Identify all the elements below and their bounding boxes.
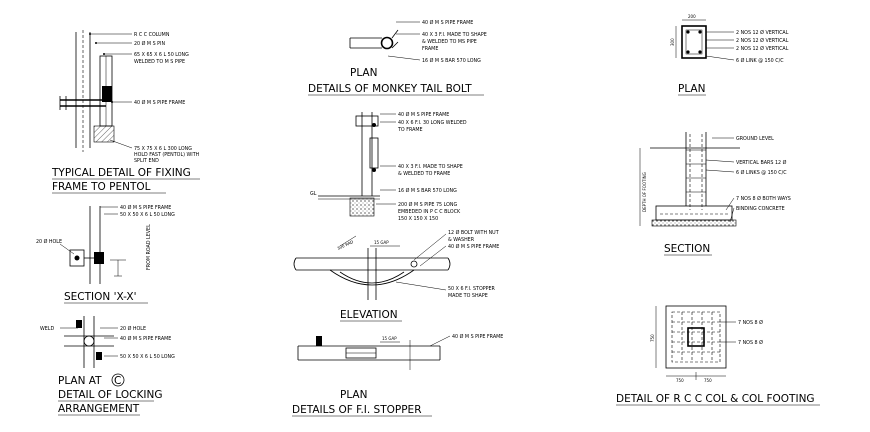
- monkey-plan-note-fi-2: & WELDED TO MS PIPE: [422, 39, 477, 45]
- monkey-elev-note-pipe-frame: 40 Ø M S PIPE FRAME: [398, 111, 449, 118]
- col-footing-note-b: 7 NOS 8 Ø: [738, 339, 763, 346]
- elevation-note-stop-2: MADE TO SHAPE: [448, 293, 488, 299]
- monkey-elev-note-ms-2: EMBEDED IN P C C BLOCK: [398, 209, 461, 215]
- elevation-note-stop-1: 50 X 6 F.I. STOPPER: [448, 286, 496, 292]
- locking-note-weld: WELD: [40, 326, 54, 332]
- col-section-note-binding: BINDING CONCRETE: [736, 206, 785, 212]
- monkey-plan-title: PLAN: [350, 67, 377, 79]
- monkey-plan-note-fi-1: 40 X 3 F.I. MADE TO SHAPE: [422, 32, 487, 38]
- col-section-note-vbars: VERTICAL BARS 12 Ø: [736, 159, 787, 166]
- locking-title-line-2: ARRANGEMENT: [58, 403, 140, 415]
- elevation-note-bolt-2: & WASHER: [448, 237, 475, 243]
- locking-title-line-1: DETAIL OF LOCKING: [58, 389, 162, 401]
- monkey-elev-note-fi-b2: & WELDED TO FRAME: [398, 171, 450, 177]
- fixing-note-angle-2: WELDED TO M S PIPE: [134, 59, 185, 65]
- monkey-tail-plan: 40 Ø M S PIPE FRAME 40 X 3 F.I. MADE TO …: [308, 19, 487, 96]
- col-footing-dim-h: 750: [650, 334, 655, 342]
- fixing-note-hold-1: 75 X 75 X 6 L 300 LONG: [134, 146, 192, 152]
- stopper-plan-note-pipe-frame: 40 Ø M S PIPE FRAME: [452, 333, 503, 340]
- section-xx-note-pipe-frame: 40 Ø M S PIPE FRAME: [120, 204, 171, 211]
- col-section-note-depth: DEPTH OF FOOTING: [642, 172, 647, 212]
- monkey-elev-note-fi-a1: 40 X 6 F.I. 30 LONG WELDED: [398, 120, 467, 126]
- col-plan-note-v2: 2 NOS 12 Ø VERTICAL: [736, 37, 789, 44]
- fixing-detail: R C C COLUMN 20 Ø M S PIN 65 X 65 X 6 L …: [51, 30, 200, 194]
- monkey-tail-elevation: 40 Ø M S PIPE FRAME 40 X 6 F.I. 30 LONG …: [310, 111, 467, 222]
- elevation-title: ELEVATION: [340, 309, 398, 321]
- elevation-note-pipe-frame: 40 Ø M S PIPE FRAME: [448, 243, 499, 250]
- section-xx-note-floor-level: FROM ROAD LEVEL: [146, 224, 152, 270]
- section-xx-title: SECTION 'X-X': [64, 291, 137, 303]
- fixing-note-ms-pin: 20 Ø M S PIN: [134, 40, 165, 47]
- locking-note-angle: 50 X 50 X 6 L 50 LONG: [120, 354, 175, 360]
- monkey-plan-note-bar: 16 Ø M S BAR 570 LONG: [422, 57, 481, 64]
- locking-plan-at-mark: C: [114, 375, 121, 387]
- column-section: DEPTH OF FOOTING GROUND LEVEL VERTICAL B…: [639, 132, 791, 256]
- col-footing-title: DETAIL OF R C C COL & COL FOOTING: [616, 393, 815, 405]
- col-section-note-nos: 7 NOS 8 Ø BOTH WAYS: [736, 195, 791, 202]
- col-plan-title: PLAN: [678, 83, 705, 95]
- elevation-dim-gap: 15 GAP: [374, 240, 389, 245]
- monkey-elev-note-gl: GL: [310, 191, 317, 197]
- monkey-elev-note-ms-1: 200 Ø M S PIPE 75 LONG: [398, 201, 457, 208]
- locking-plan-at-title: PLAN AT: [58, 375, 102, 387]
- col-section-note-links: 6 Ø LINKS @ 150 C/C: [736, 169, 787, 176]
- stopper-plan-title: PLAN: [340, 389, 367, 401]
- column-plan: 200 300 2 NOS 12 Ø VERTICAL 2 NOS 12 Ø V…: [670, 14, 789, 96]
- monkey-elev-note-fi-a2: TO FRAME: [397, 127, 423, 133]
- monkey-elev-note-fi-b1: 40 X 3 F.I. MADE TO SHAPE: [398, 164, 463, 170]
- col-plan-note-v3: 2 NOS 12 Ø VERTICAL: [736, 45, 789, 52]
- col-footing-note-a: 7 NOS 8 Ø: [738, 319, 763, 326]
- col-footing-dim-w1: 750: [676, 378, 684, 383]
- stopper-title: DETAILS OF F.I. STOPPER: [292, 404, 422, 416]
- monkey-plan-note-fi-3: FRAME: [422, 46, 438, 52]
- monkey-elev-note-bar: 16 Ø M S BAR 570 LONG: [398, 187, 457, 194]
- col-plan-note-v1: 2 NOS 12 Ø VERTICAL: [736, 29, 789, 36]
- locking-note-hole: 20 Ø HOLE: [120, 325, 146, 332]
- section-xx-note-angle: 50 X 50 X 6 L 50 LONG: [120, 212, 175, 218]
- monkey-elev-note-ms-3: 150 X 150 X 150: [398, 216, 438, 222]
- fixing-note-angle-1: 65 X 65 X 6 L 50 LONG: [134, 52, 189, 58]
- monkey-tail-title: DETAILS OF MONKEY TAIL BOLT: [308, 83, 472, 95]
- fixing-title-line-1: TYPICAL DETAIL OF FIXING: [51, 167, 191, 179]
- col-plan-dim-side: 300: [670, 38, 675, 46]
- fixing-note-hold-2: HOLD FAST (PENTOL) WITH: [134, 152, 200, 158]
- fixing-title-line-2: FRAME TO PENTOL: [52, 181, 151, 193]
- elevation-note-bolt-1: 12 Ø BOLT WITH NUT: [448, 229, 499, 236]
- locking-note-pipe-frame: 40 Ø M S PIPE FRAME: [120, 335, 171, 342]
- stopper-elevation: 300 RAD 15 GAP 12 Ø BOLT WITH NUT & WASH…: [293, 229, 499, 322]
- column-footing-plan: 750 750 750 7 NOS 8 Ø 7 NOS 8 Ø DETAIL O…: [616, 305, 820, 406]
- locking-detail: WELD 20 Ø HOLE 40 Ø M S PIPE FRAME 50 X …: [40, 316, 175, 416]
- elevation-dim-rad: 300 RAD: [336, 239, 354, 251]
- fixing-note-rcc-column: R C C COLUMN: [134, 32, 170, 38]
- section-xx-detail: 40 Ø M S PIPE FRAME 50 X 50 X 6 L 50 LON…: [36, 204, 175, 304]
- fixing-note-pipe-frame: 40 Ø M S PIPE FRAME: [134, 99, 185, 106]
- col-plan-dim-top: 200: [688, 14, 696, 19]
- stopper-plan: 15 GAP 40 Ø M S PIPE FRAME PLAN DETAILS …: [292, 333, 503, 417]
- col-footing-dim-w2: 750: [704, 378, 712, 383]
- section-xx-note-hole: 20 Ø HOLE: [36, 238, 62, 245]
- col-section-title: SECTION: [664, 243, 710, 255]
- fixing-note-hold-3: SPLIT END: [134, 158, 159, 164]
- col-section-note-ground: GROUND LEVEL: [736, 136, 774, 142]
- stopper-plan-dim-gap: 15 GAP: [382, 336, 397, 341]
- col-plan-note-link: 6 Ø LINK @ 150 C/C: [736, 57, 784, 64]
- monkey-plan-note-pipe-frame: 40 Ø M S PIPE FRAME: [422, 19, 473, 26]
